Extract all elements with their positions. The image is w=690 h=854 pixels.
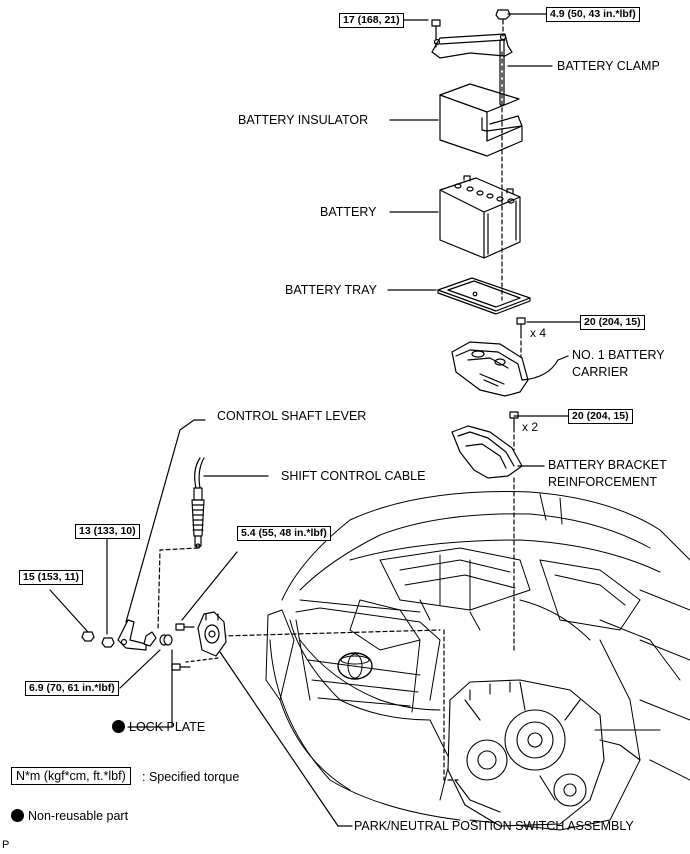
battery-carrier-drawing <box>451 341 529 397</box>
label-park-neutral-switch: PARK/NEUTRAL POSITION SWITCH ASSEMBLY <box>354 819 634 833</box>
label-battery-insulator: BATTERY INSULATOR <box>238 113 369 127</box>
label-battery-bracket-reinforcement-line2: REINFORCEMENT <box>548 475 658 489</box>
label-battery-clamp: BATTERY CLAMP <box>557 59 660 73</box>
switch-bolt-lower-drawing <box>171 663 191 671</box>
torque-clamp-nut: 4.9 (50, 43 in.*lbf) <box>546 7 640 22</box>
bracket-bolt-drawing <box>509 411 519 429</box>
carrier-bolt-quantity: x 4 <box>530 326 547 340</box>
torque-switch-nut: 6.9 (70, 61 in.*lbf) <box>25 681 119 696</box>
lock-plate-drawing <box>143 631 157 647</box>
torque-bracket-bolts: 20 (204, 15) <box>568 409 633 424</box>
battery-clamp-drawing <box>431 33 513 107</box>
vehicle-front-drawing <box>265 491 690 831</box>
battery-bracket-reinforcement-drawing <box>451 425 523 479</box>
non-reusable-icon <box>112 720 125 733</box>
lock-plate-nut-drawing <box>81 631 95 642</box>
legend-torque-desc: : Specified torque <box>142 770 240 784</box>
washer-drawing <box>159 634 173 646</box>
bracket-bolt-quantity: x 2 <box>522 420 539 434</box>
control-shaft-lever-drawing <box>117 619 147 651</box>
label-battery: BATTERY <box>320 205 377 219</box>
label-control-shaft-lever: CONTROL SHAFT LEVER <box>217 409 367 423</box>
clamp-nut-drawing <box>495 9 511 20</box>
torque-clamp-bolt: 17 (168, 21) <box>339 13 404 28</box>
legend-non-reusable: Non-reusable part <box>11 809 128 824</box>
non-reusable-legend-icon <box>11 809 24 822</box>
park-neutral-switch-drawing <box>197 611 227 657</box>
label-no1-battery-carrier-line1: NO. 1 BATTERY <box>572 348 665 362</box>
carrier-bolt-drawing <box>516 317 526 335</box>
torque-switch-bolts: 5.4 (55, 48 in.*lbf) <box>237 526 331 541</box>
label-no1-battery-carrier-line2: CARRIER <box>572 365 629 379</box>
label-battery-tray: BATTERY TRAY <box>285 283 377 297</box>
torque-carrier-bolts: 20 (204, 15) <box>580 315 645 330</box>
legend-torque-box: N*m (kgf*cm, ft.*lbf) <box>11 767 131 785</box>
label-no1-battery-carrier: NO. 1 BATTERY CARRIER <box>572 348 665 380</box>
torque-lock-plate-nut: 15 (153, 11) <box>19 570 84 585</box>
lever-nut-drawing <box>101 637 115 648</box>
label-lock-plate-text: LOCK PLATE <box>129 720 206 734</box>
shift-control-cable-drawing <box>191 457 205 549</box>
transaxle-drawing <box>447 679 661 827</box>
battery-drawing <box>439 175 521 259</box>
battery-insulator-drawing <box>439 83 523 157</box>
legend-non-reusable-text: Non-reusable part <box>28 809 129 823</box>
label-battery-bracket-reinforcement: BATTERY BRACKET REINFORCEMENT <box>548 458 667 490</box>
torque-lever-nut: 13 (133, 10) <box>75 524 140 539</box>
label-shift-control-cable: SHIFT CONTROL CABLE <box>281 469 426 483</box>
switch-bolt-upper-drawing <box>175 623 195 631</box>
corner-code: P <box>2 839 10 851</box>
label-lock-plate: LOCK PLATE <box>112 720 205 735</box>
label-battery-bracket-reinforcement-line1: BATTERY BRACKET <box>548 458 667 472</box>
battery-tray-drawing <box>437 277 531 315</box>
clamp-bolt-drawing <box>431 19 441 37</box>
